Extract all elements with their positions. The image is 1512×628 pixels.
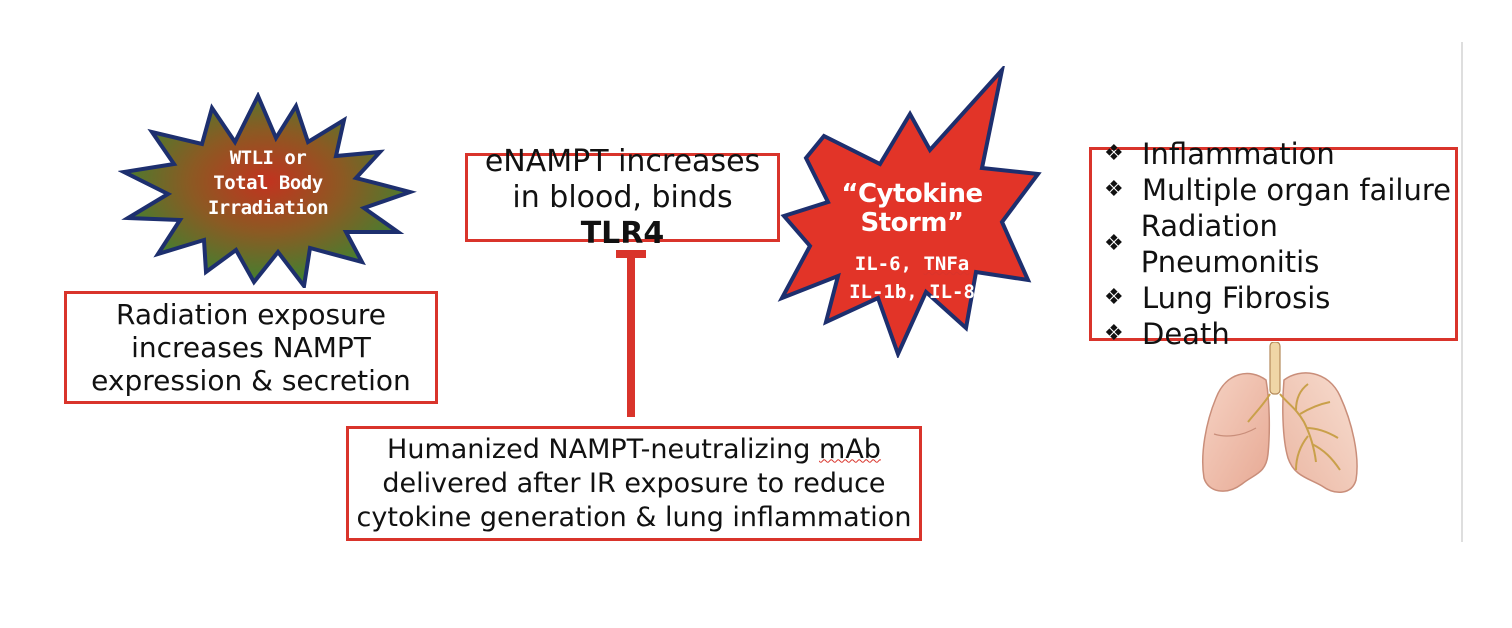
outcome-label: Death — [1142, 317, 1230, 351]
cytokine-title-line-1: “Cytokine — [841, 179, 983, 209]
tlr4-label: TLR4 — [580, 215, 665, 251]
enampt-line-1-text: eNAMPT increases — [484, 143, 761, 179]
right-lung-shape — [1282, 372, 1358, 493]
irradiation-starburst-icon — [118, 92, 417, 288]
tnfa-label: TNFa — [923, 253, 970, 275]
outcome-item: ❖ Radiation Pneumonitis — [1104, 208, 1455, 280]
irradiation-starburst-shape — [118, 92, 417, 288]
radiation-exposure-box: Radiation exposure increases NAMPT expre… — [64, 291, 438, 404]
outcomes-list: ❖ Inflammation ❖ Multiple organ failure ❖ R… — [1104, 136, 1455, 352]
outcome-item: ❖ Inflammation — [1104, 136, 1455, 172]
outcome-label: Lung Fibrosis — [1142, 281, 1331, 315]
cytokine-storm-starburst-shape — [777, 66, 1042, 358]
outcome-item: ❖ Death — [1104, 316, 1455, 352]
enampt-line-2-text: in blood, binds — [512, 179, 733, 215]
cytokine-title-line-2: Storm” — [860, 208, 964, 238]
outcomes-box: ❖ Inflammation ❖ Multiple organ failure ❖ R… — [1089, 137, 1458, 351]
bullet-diamond-icon: ❖ — [1104, 231, 1124, 256]
bullet-diamond-icon: ❖ — [1104, 177, 1124, 202]
outcome-label: Inflammation — [1142, 137, 1335, 171]
cytokine-il-line-2: IL-1b, IL-8 — [849, 281, 975, 303]
enampt-line-2: in blood, binds TLR4 — [468, 180, 777, 252]
left-lung-shape — [1202, 372, 1271, 492]
lungs-icon — [1202, 342, 1358, 493]
trachea-shape — [1269, 342, 1281, 395]
mab-line-1: Humanized NAMPT-neutralizing mAb — [357, 433, 912, 467]
il6-label: IL-6, — [854, 253, 924, 275]
inhibition-bar-cap — [616, 250, 646, 258]
irradiation-line-3: Irradiation — [207, 197, 329, 219]
mab-line-2: delivered after IR exposure to reduce — [382, 467, 886, 499]
radiation-line-2: increases NAMPT — [131, 331, 371, 364]
outcome-item: ❖ Multiple organ failure — [1104, 172, 1455, 208]
mab-line-1-text: Humanized NAMPT-neutralizing — [387, 433, 820, 465]
irradiation-line-1: WTLI or — [229, 147, 307, 169]
bullet-diamond-icon: ❖ — [1104, 285, 1124, 310]
mab-treatment-box: Humanized NAMPT-neutralizing mAb deliver… — [346, 426, 922, 541]
irradiation-label: WTLI or Total Body Irradiation — [188, 146, 348, 221]
outcome-label: Multiple organ failure — [1142, 173, 1451, 207]
cytokine-il-line-1: IL-6, TNFa — [832, 250, 992, 278]
enampt-line-1: eNAMPT increases — [468, 144, 777, 180]
bronchial-tree-shape — [1247, 383, 1341, 471]
outcome-label: Radiation Pneumonitis — [1140, 209, 1320, 279]
bullet-diamond-icon: ❖ — [1104, 321, 1124, 346]
cytokine-storm-label: “Cytokine Storm” IL-6, TNFa IL-1b, IL-8 — [832, 180, 992, 306]
page-edge-line — [1461, 42, 1463, 542]
irradiation-line-2: Total Body — [213, 172, 323, 194]
cytokine-storm-starburst-icon — [777, 66, 1042, 358]
bullet-diamond-icon: ❖ — [1104, 141, 1124, 166]
radiation-line-3: expression & secretion — [91, 364, 411, 397]
mab-term: mAb — [819, 433, 881, 465]
inhibition-bar-stem — [627, 255, 635, 417]
outcome-item: ❖ Lung Fibrosis — [1104, 280, 1455, 316]
radiation-line-1: Radiation exposure — [116, 298, 386, 331]
mab-line-3: cytokine generation & lung inflammation — [356, 501, 912, 533]
enampt-box: eNAMPT increases in blood, binds TLR4 — [465, 144, 780, 251]
